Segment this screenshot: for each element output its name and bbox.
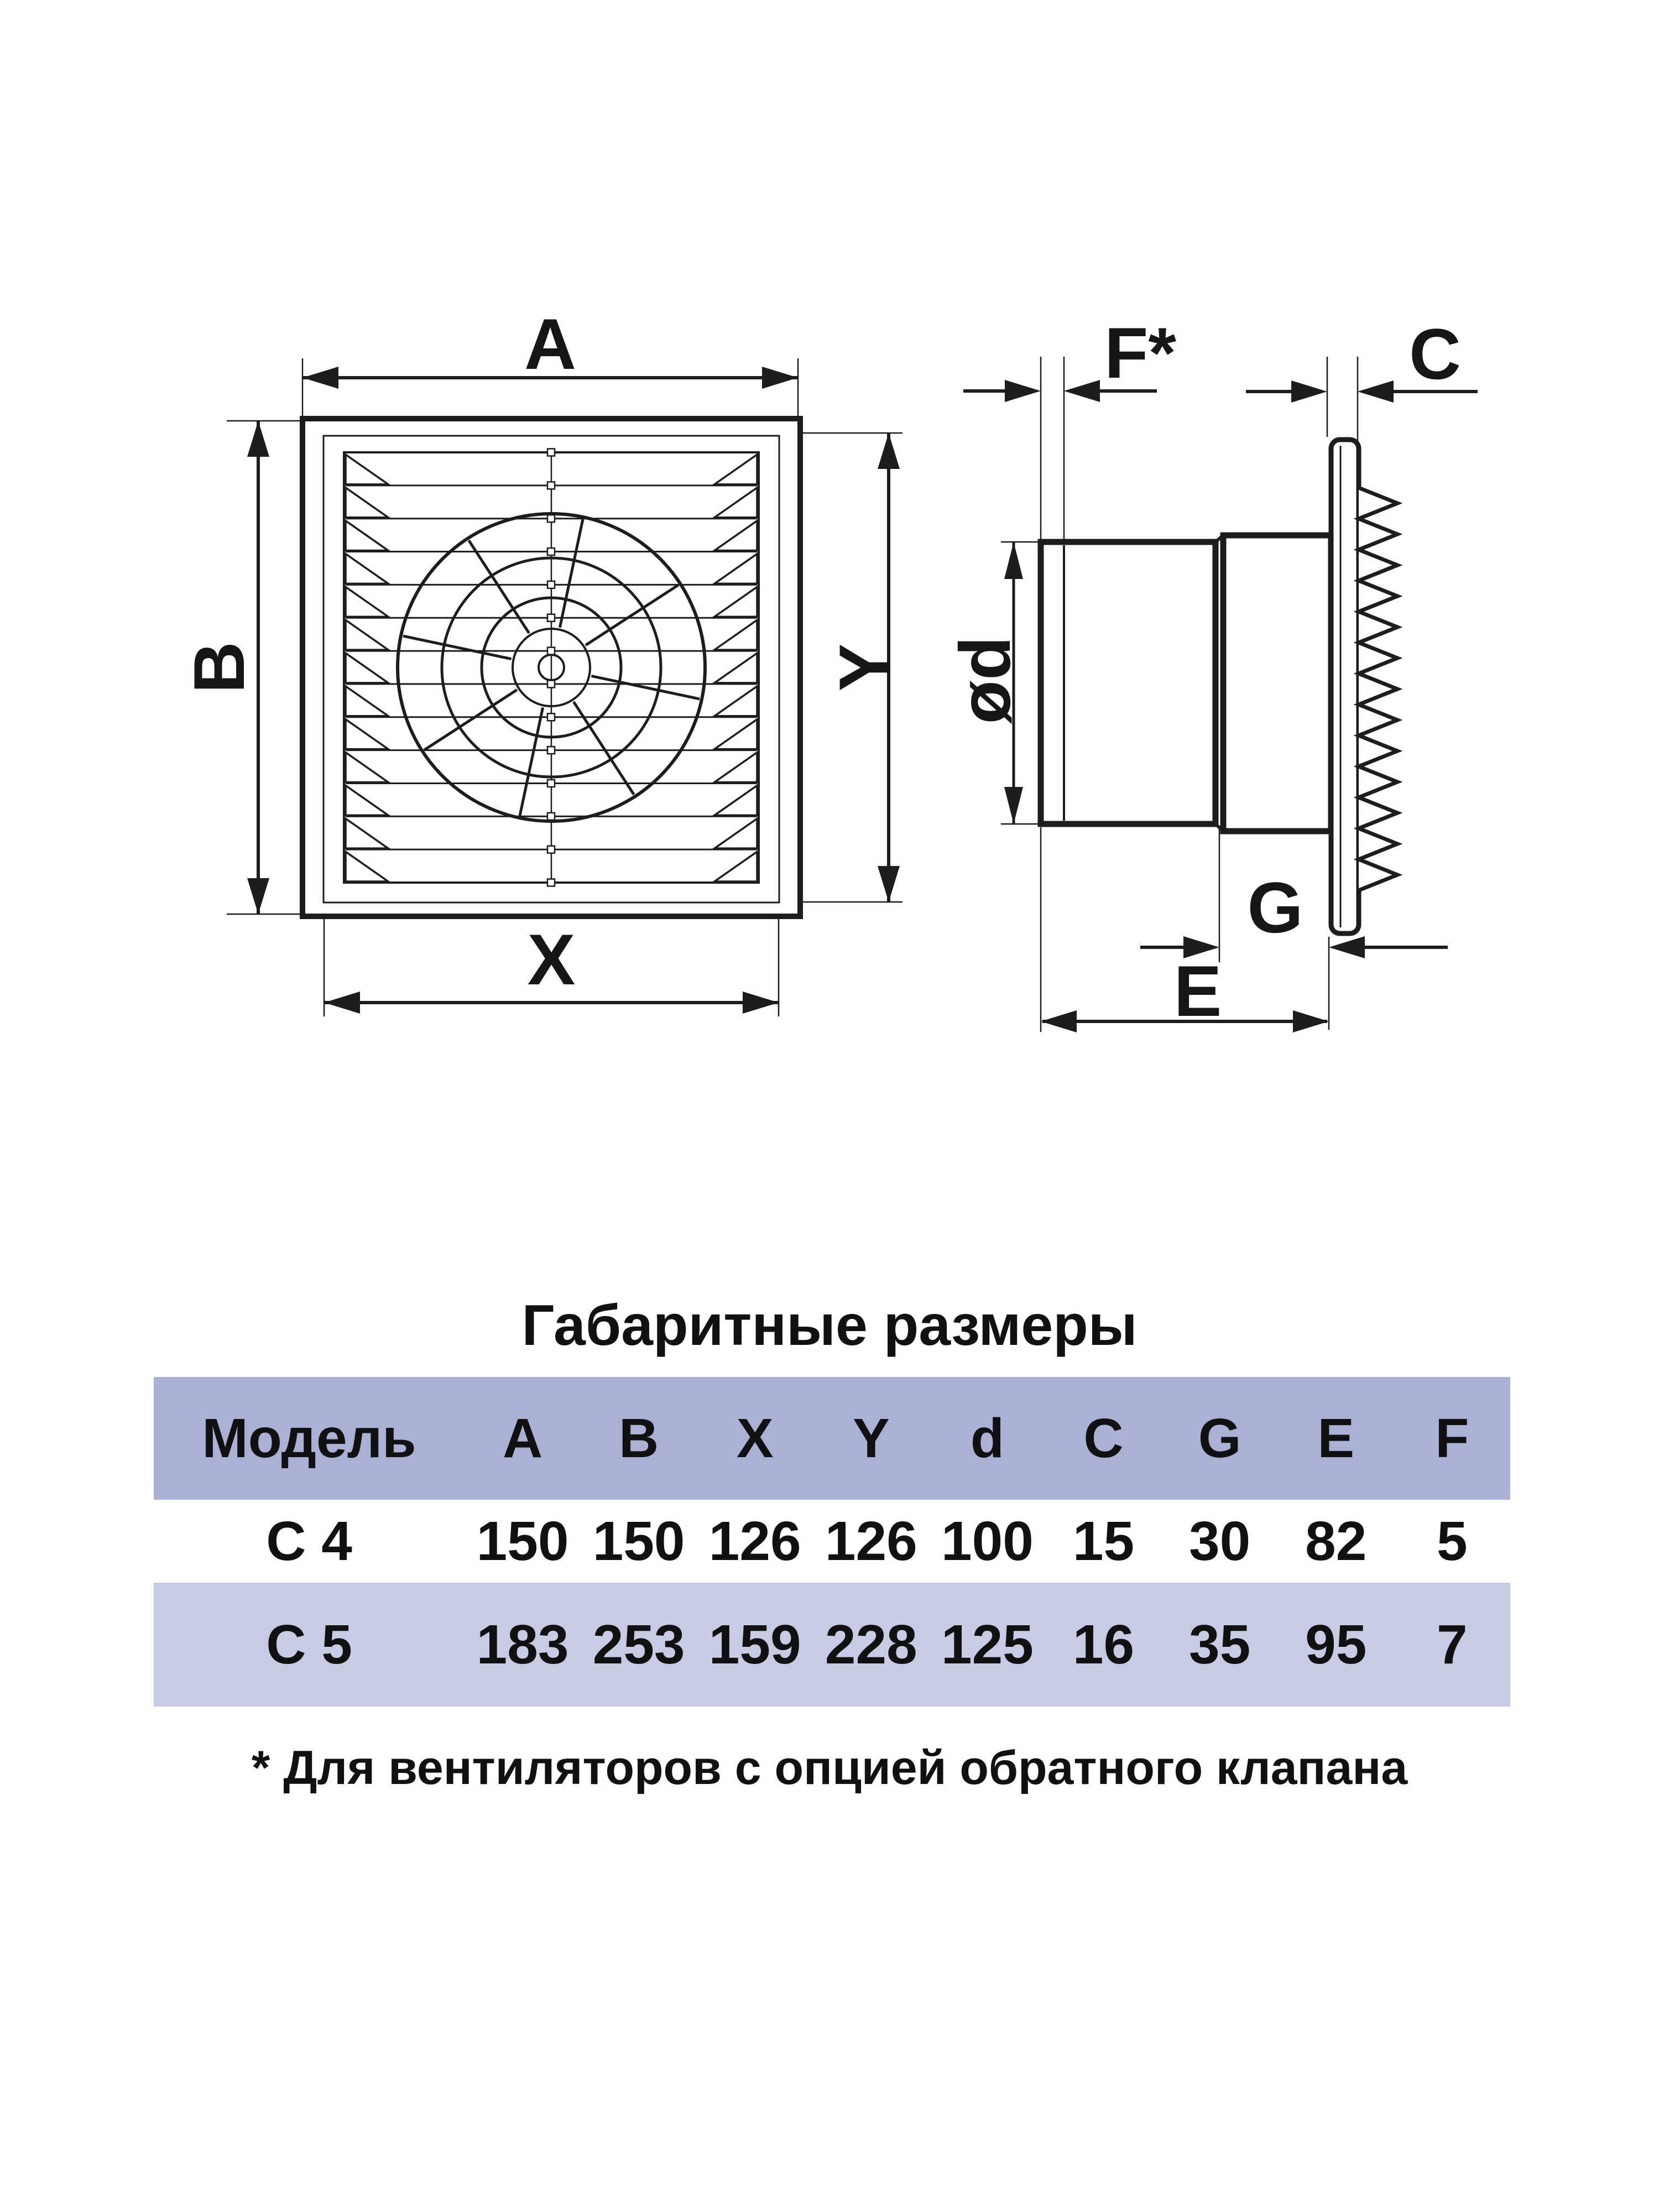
label-G: G (1247, 867, 1303, 948)
dimension-F (963, 357, 1157, 539)
header-cell: Y (852, 1407, 890, 1469)
label-diameter: ød (945, 636, 1025, 724)
value-cell: 16 (1072, 1613, 1135, 1676)
label-A: A (524, 304, 576, 384)
dimension-G (1140, 827, 1448, 1030)
front-frame-inner (322, 435, 780, 904)
footnote: * Для вентиляторов с опцией обратного кл… (251, 1741, 1408, 1794)
dimension-Y (802, 432, 902, 903)
header-cell: F (1435, 1407, 1469, 1469)
grille-louver-profile (1353, 486, 1403, 893)
side-view (1037, 437, 1403, 936)
value-cell: 15 (1072, 1510, 1135, 1572)
value-cell: 253 (592, 1613, 685, 1676)
value-cell: 183 (476, 1613, 569, 1676)
value-cell: 7 (1436, 1613, 1468, 1676)
header-cell: Модель (202, 1407, 416, 1469)
model-cell: C 5 (266, 1613, 352, 1676)
header-cell: X (736, 1407, 774, 1469)
label-Y: Y (824, 643, 905, 692)
duct-tube (1037, 539, 1219, 827)
impeller-blades (403, 519, 700, 816)
dimension-E (1040, 827, 1329, 1032)
header-cell: C (1083, 1407, 1124, 1469)
value-cell: 228 (825, 1613, 917, 1676)
table-title: Габаритные размеры (521, 1293, 1138, 1358)
dimension-diameter (1001, 541, 1042, 825)
value-cell: 5 (1436, 1510, 1468, 1572)
dimensions-table: Модель A B X Y d C G E F C 4 150 150 126… (154, 1377, 1510, 1707)
table-row-alt: C 5 183 253 159 228 125 16 35 95 7 (154, 1583, 1510, 1707)
dimension-A (301, 358, 799, 416)
grille-center-line (546, 448, 556, 887)
value-cell: 100 (941, 1510, 1034, 1572)
motor-housing (1220, 532, 1334, 834)
value-cell: 95 (1305, 1613, 1367, 1676)
value-cell: 30 (1188, 1510, 1251, 1572)
label-E: E (1173, 951, 1222, 1031)
dimension-C (1246, 357, 1478, 484)
label-B: B (179, 641, 259, 693)
header-cell: G (1198, 1407, 1241, 1469)
dimension-B (227, 420, 301, 915)
label-X: X (527, 919, 576, 1000)
table-row: C 4 150 150 126 126 100 15 30 82 5 (154, 1500, 1510, 1583)
table-header-row: Модель A B X Y d C G E F (154, 1377, 1510, 1500)
model-cell: C 4 (266, 1510, 352, 1572)
dimension-X (323, 919, 780, 1016)
value-cell: 82 (1305, 1510, 1367, 1572)
header-cell: d (970, 1407, 1004, 1469)
value-cell: 35 (1188, 1613, 1251, 1676)
value-cell: 125 (941, 1613, 1034, 1676)
label-C: C (1409, 314, 1461, 394)
header-cell: B (619, 1407, 659, 1469)
value-cell: 159 (708, 1613, 801, 1676)
value-cell: 150 (592, 1510, 685, 1572)
value-cell: 126 (825, 1510, 917, 1572)
technical-drawing (227, 357, 1478, 1032)
front-view (300, 416, 803, 919)
value-cell: 126 (708, 1510, 801, 1572)
header-cell: A (502, 1407, 543, 1469)
label-F: F* (1104, 312, 1176, 393)
header-cell: E (1317, 1407, 1355, 1469)
value-cell: 150 (476, 1510, 569, 1572)
